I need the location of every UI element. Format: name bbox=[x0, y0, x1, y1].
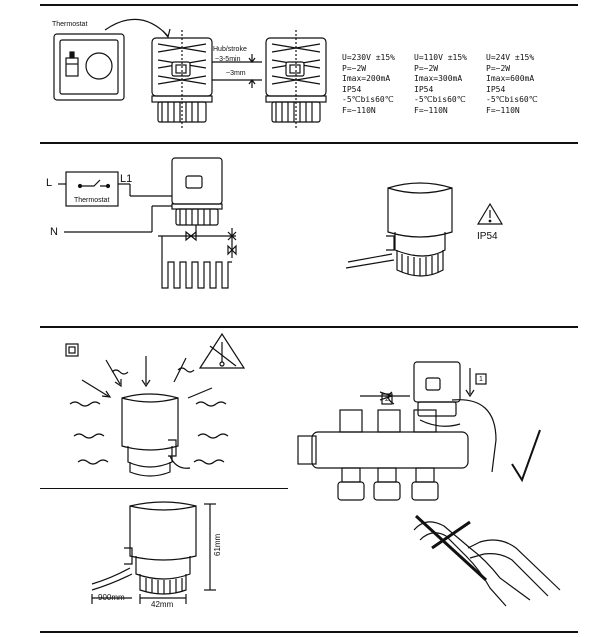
spec-ip: IP54 bbox=[414, 84, 434, 94]
width-dimension: 42mm bbox=[151, 600, 174, 609]
spec-power: P=~2W bbox=[486, 63, 511, 73]
spec-power: P=~2W bbox=[342, 63, 367, 73]
step-label-2: 2 bbox=[385, 396, 389, 403]
actuator-illustration-2 bbox=[265, 30, 327, 130]
spec-temp: -5℃bis60℃ bbox=[414, 95, 466, 104]
thermostat-label-1: Thermostat bbox=[52, 21, 88, 28]
spec-force: F=~110N bbox=[414, 105, 448, 115]
wiring-diagram bbox=[58, 171, 172, 233]
spec-temp: -5℃bis60℃ bbox=[486, 95, 538, 104]
spec-ip: IP54 bbox=[486, 84, 506, 94]
spec-column-24v: U=24V ±15% P=~2W Imax=600mA IP54 -5℃bis6… bbox=[486, 53, 538, 116]
wire-label-L: L bbox=[46, 177, 53, 189]
direction-arrows bbox=[81, 356, 213, 399]
spec-power: P=~2W bbox=[414, 63, 439, 73]
thermostat-label-2: Thermostat bbox=[74, 197, 110, 204]
heat-waves bbox=[69, 367, 229, 465]
divider-rule-1 bbox=[40, 142, 578, 144]
actuator-mounting bbox=[381, 361, 497, 473]
actuator-dimensions bbox=[91, 501, 197, 595]
wire-label-N: N bbox=[50, 226, 58, 238]
no-heat-warning-icon bbox=[198, 332, 246, 369]
height-dimension: 61mm bbox=[213, 533, 222, 556]
spec-ip: IP54 bbox=[342, 84, 362, 94]
bottom-rule bbox=[40, 631, 578, 633]
warning-icon bbox=[476, 202, 504, 225]
wire-label-L1: L1 bbox=[120, 173, 133, 185]
actuator-small bbox=[171, 157, 223, 236]
curved-arrow bbox=[104, 18, 169, 37]
top-rule bbox=[40, 4, 578, 6]
cable-length-dimension: 900mm bbox=[98, 593, 125, 602]
step-label-1: 1 bbox=[479, 376, 483, 383]
spec-force: F=~110N bbox=[486, 105, 520, 115]
spec-column-230v: U=230V ±15% P=~2W Imax=200mA IP54 -5℃bis… bbox=[342, 53, 395, 116]
stroke-label-line1: Hub/stroke bbox=[213, 46, 247, 53]
actuator-environment bbox=[121, 393, 191, 477]
divider-rule-2 bbox=[40, 326, 578, 328]
spec-current: Imax=300mA bbox=[414, 74, 463, 83]
actuator-large bbox=[345, 182, 453, 277]
stroke-label-line2: ~3-5min bbox=[215, 56, 241, 63]
spec-current: Imax=200mA bbox=[342, 74, 391, 83]
spec-voltage: U=110V ±15% bbox=[414, 53, 467, 62]
divider-rule-3 bbox=[40, 488, 288, 489]
spec-current: Imax=600mA bbox=[486, 74, 535, 83]
actuator-illustration-1 bbox=[151, 30, 213, 130]
spec-column-110v: U=110V ±15% P=~2W Imax=300mA IP54 -5℃bis… bbox=[414, 53, 467, 116]
spec-force: F=~110N bbox=[342, 105, 376, 115]
heating-loop bbox=[158, 228, 237, 289]
square-icon bbox=[65, 343, 79, 357]
manifold-illustration bbox=[297, 391, 469, 501]
spec-temp: -5℃bis60℃ bbox=[342, 95, 394, 104]
stroke-distance: ~3mm bbox=[226, 70, 246, 77]
thermostat-box bbox=[65, 171, 119, 207]
thermostat-illustration bbox=[53, 33, 125, 101]
crossed-out-pliers-icon bbox=[413, 514, 561, 607]
spec-voltage: U=230V ±15% bbox=[342, 53, 395, 62]
ip-rating-label: IP54 bbox=[477, 231, 498, 242]
spec-voltage: U=24V ±15% bbox=[486, 53, 535, 62]
checkmark-icon bbox=[511, 429, 541, 483]
